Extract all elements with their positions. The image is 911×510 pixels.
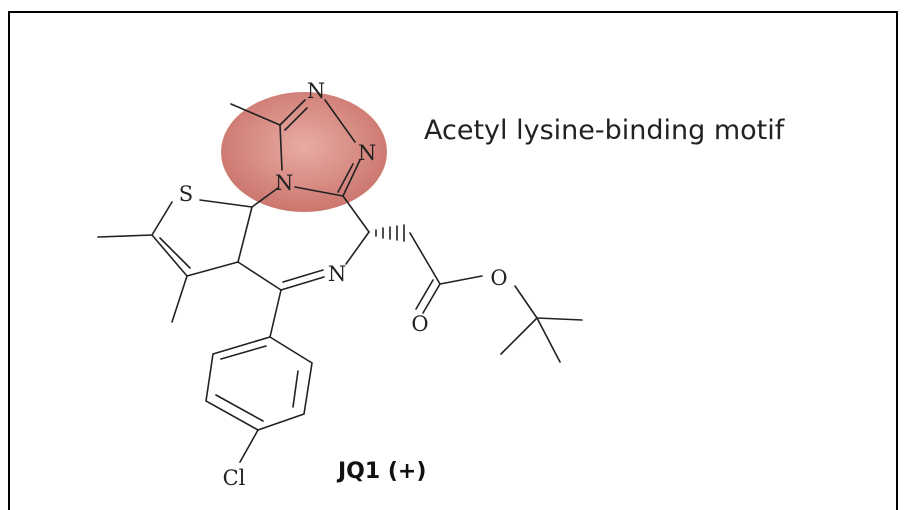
atom-s: S — [179, 182, 193, 206]
core-bonds — [97, 187, 370, 338]
motif-label: Acetyl lysine-binding motif — [424, 115, 786, 146]
atom-cl: Cl — [223, 466, 246, 490]
binding-motif-highlight — [221, 92, 387, 212]
atom-n-right: N — [358, 141, 376, 165]
atom-n-top: N — [307, 79, 325, 103]
chlorophenyl-ring — [205, 336, 313, 463]
atom-o-carbonyl: O — [411, 312, 428, 336]
atom-n-center: N — [275, 171, 293, 195]
figure-frame — [8, 11, 898, 510]
hashed-wedge — [375, 224, 405, 242]
atom-o-ester: O — [490, 266, 507, 290]
atom-n-imine: N — [328, 262, 346, 286]
triazole-ring — [230, 99, 370, 233]
ester-chain — [409, 232, 583, 363]
compound-name: JQ1 (+) — [336, 459, 426, 484]
